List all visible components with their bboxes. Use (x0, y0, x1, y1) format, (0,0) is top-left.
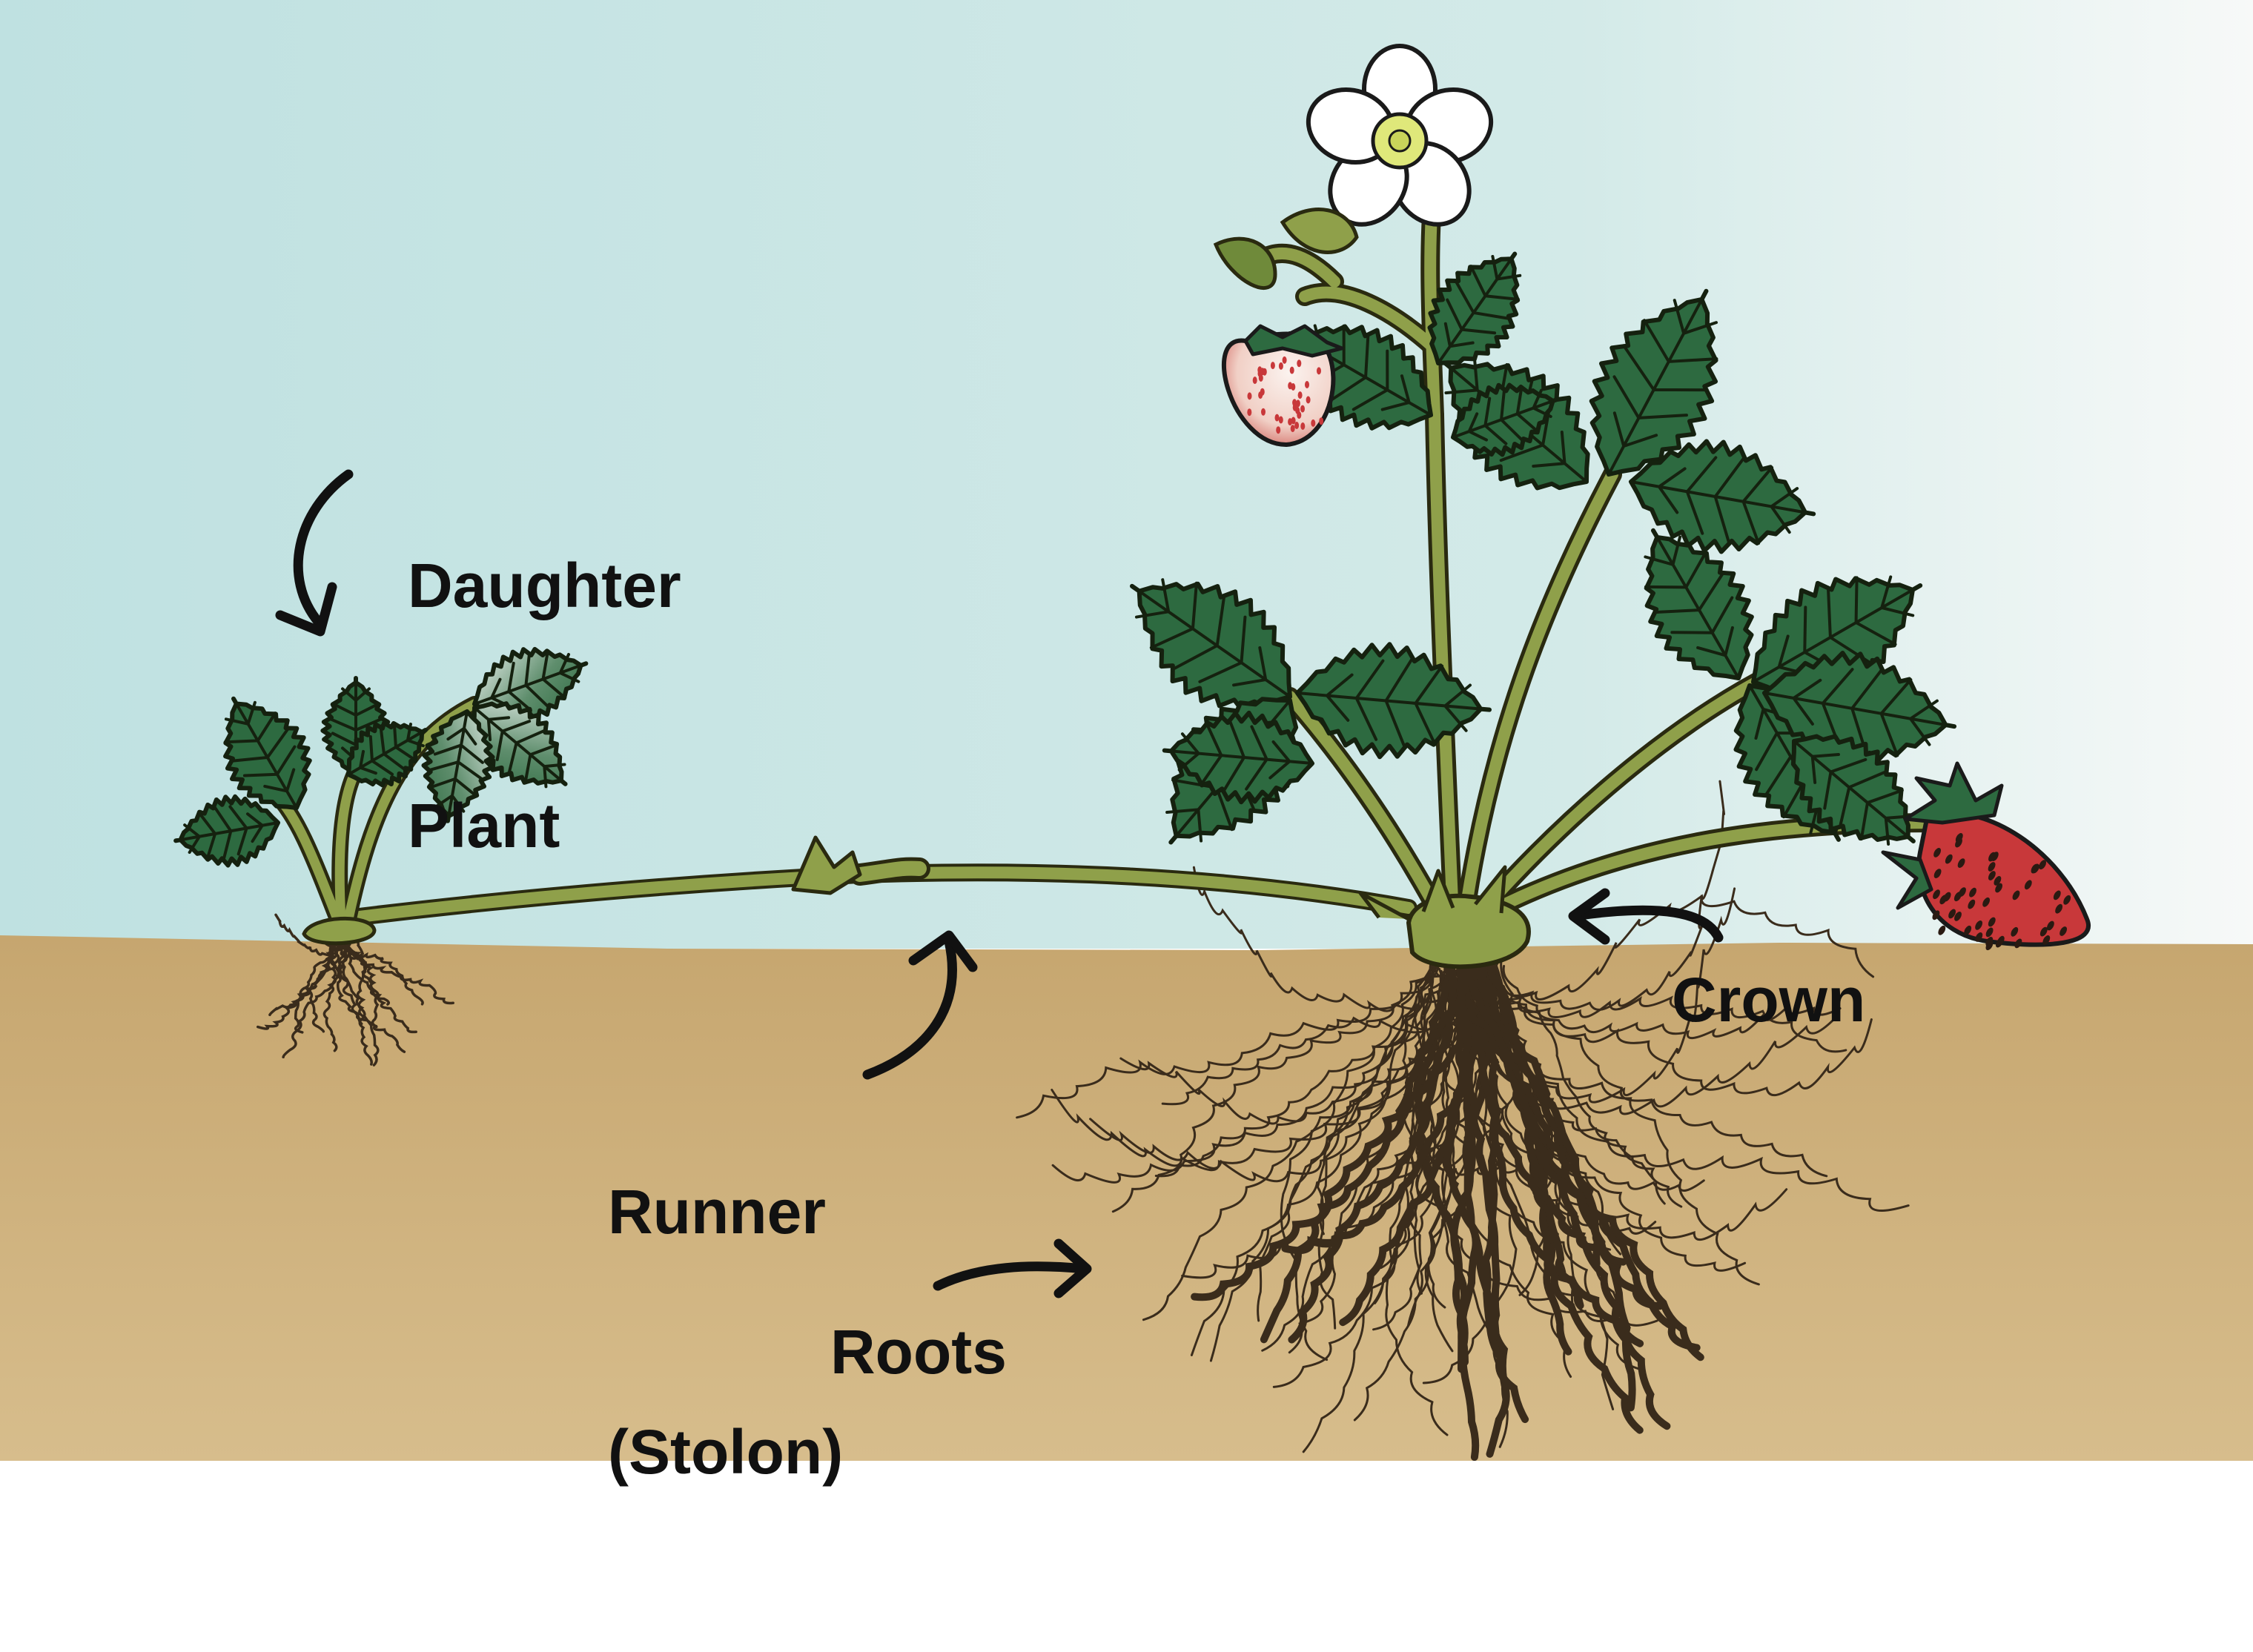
label-daughter-plant-line2: Plant (408, 791, 560, 860)
label-roots: Roots (830, 1317, 1007, 1387)
flower-bud-icon (1213, 208, 1359, 290)
label-runner-line1: Runner (608, 1177, 826, 1247)
daughter-plant-arrow (275, 469, 354, 637)
label-runner: Runner (Stolon) (608, 1012, 843, 1652)
daughter-plant-roots (256, 913, 454, 1066)
crown (302, 865, 1531, 969)
label-daughter-plant-line1: Daughter (408, 551, 681, 620)
runner-arrow (862, 930, 978, 1080)
strawberry-icon (1881, 761, 2091, 951)
label-crown: Crown (1672, 965, 1866, 1035)
runner-node-bud (791, 835, 862, 895)
strawberry-plant-diagram: Daughter Plant Runner (Stolon) Crown Roo… (0, 0, 2253, 1487)
unripe-strawberry-icon (1221, 324, 1344, 448)
plant-leaves (173, 251, 1957, 868)
diagram-illustration (0, 0, 2253, 1462)
flower-icon (1306, 44, 1494, 227)
runner-stolon (332, 835, 1417, 928)
main-plant-roots (1016, 780, 1910, 1462)
label-daughter-plant: Daughter Plant (408, 385, 681, 1026)
soil-ground (0, 935, 2253, 1461)
crown-arrow (1568, 888, 1724, 945)
daughter-crown (302, 917, 377, 946)
daughter-plant-stems (266, 696, 483, 927)
label-runner-line2: (Stolon) (608, 1417, 844, 1487)
roots-arrow (933, 1238, 1092, 1298)
